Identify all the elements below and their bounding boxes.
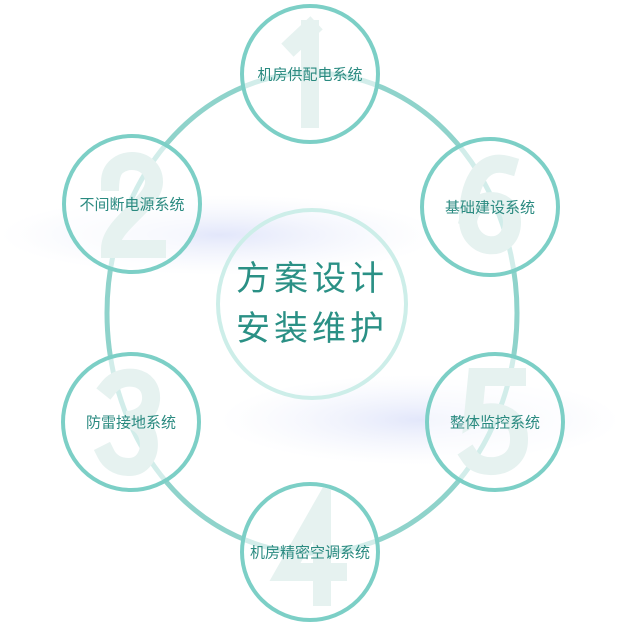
watermark-digit-5	[457, 368, 528, 476]
watermark-digit-4	[269, 486, 347, 606]
node-infrastructure[interactable]: 基础建设系统	[420, 137, 560, 277]
node-label: 不间断电源系统	[79, 195, 185, 214]
watermark-digit-stroke	[457, 368, 528, 476]
node-lightning-grounding[interactable]: 防雷接地系统	[61, 352, 201, 492]
watermark-digit-2	[100, 152, 166, 258]
watermark-digit-stroke	[269, 486, 347, 606]
node-label: 整体监控系统	[449, 413, 540, 432]
node-precision-ac[interactable]: 机房精密空调系统	[240, 482, 380, 622]
watermark-digit-1	[281, 16, 323, 128]
watermark-digit-stroke	[457, 154, 522, 255]
watermark-digit-stroke	[93, 368, 160, 477]
watermark-digit-3	[93, 368, 160, 477]
node-power-distribution[interactable]: 机房供配电系统	[240, 4, 380, 144]
node-label: 机房精密空调系统	[249, 543, 370, 562]
node-label: 防雷接地系统	[85, 413, 176, 432]
watermark-digit-stroke	[281, 16, 323, 128]
node-monitoring[interactable]: 整体监控系统	[425, 352, 565, 492]
center-line-1: 方案设计	[236, 259, 388, 299]
center-line-2: 安装维护	[236, 309, 388, 349]
watermark-digit-6	[457, 154, 522, 255]
node-label: 机房供配电系统	[257, 65, 363, 84]
watermark-digit-stroke	[100, 152, 166, 258]
node-label: 基础建设系统	[444, 198, 535, 217]
center-circle: 方案设计 安装维护	[216, 208, 408, 400]
node-ups[interactable]: 不间断电源系统	[62, 134, 202, 274]
